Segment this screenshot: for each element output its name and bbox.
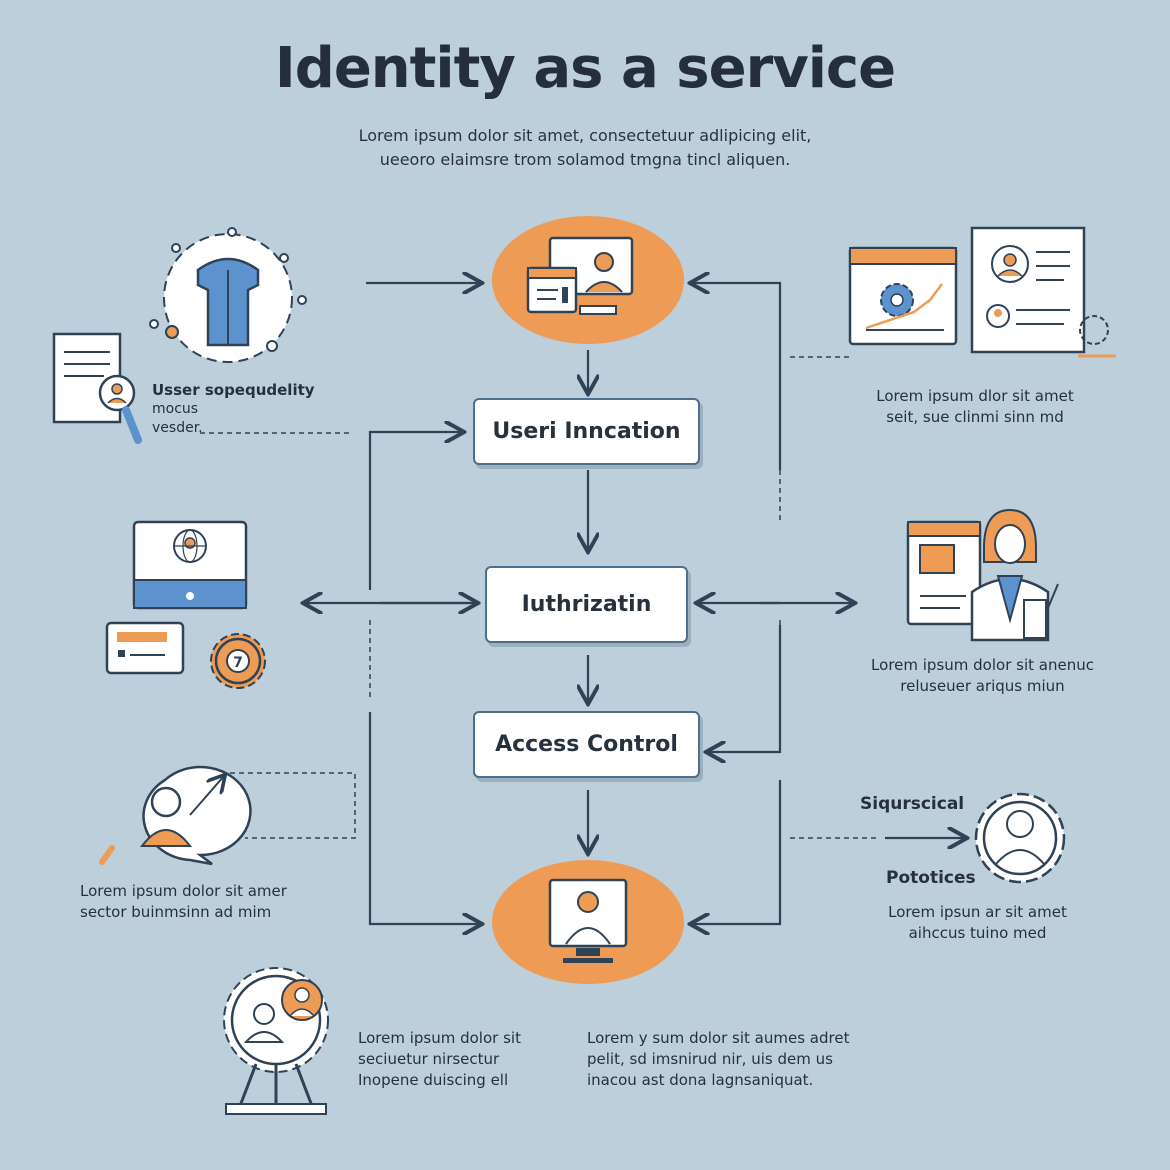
connectors: [305, 283, 965, 924]
caption-line: reluseuer ariqus miun: [900, 677, 1065, 695]
right-bottom-caption: Lorem ipsun ar sit amet aihccus tuino me…: [855, 902, 1100, 944]
right-middle-caption: Lorem ipsum dolor sit anenuc reluseuer a…: [840, 655, 1125, 697]
subtitle-line: Lorem ipsum dolor sit amet, consectetuur…: [358, 126, 812, 145]
caption-line: Lorem ipsum dolor sit: [358, 1029, 521, 1047]
user-group-gear-icon: [223, 967, 329, 1115]
svg-text:7: 7: [233, 655, 243, 671]
caption-line: Lorem y sum dolor sit aumes adret: [587, 1029, 850, 1047]
document-search-icon: [52, 332, 142, 444]
monitor-globe-icon: [132, 520, 248, 610]
caption-line: seciuetur nirsectur: [358, 1050, 500, 1068]
caption-line: Lorem ipsum dlor sit amet: [876, 387, 1074, 405]
user-badge-icon: [149, 227, 307, 363]
arrow-right-to-bottom-node: [692, 780, 782, 924]
user-label-title: Usser sopequdelity: [152, 381, 315, 399]
arrow-left-to-bottom-node: [368, 712, 480, 924]
arrow-right-to-step3: [708, 625, 782, 752]
security-gear-icon: [974, 792, 1066, 884]
caption-line: seit, sue clinmi sinn md: [886, 408, 1064, 426]
page-title: Identity as a service: [274, 36, 896, 101]
step-authorization-box[interactable]: Iuthrizatin: [485, 566, 688, 643]
caption-line: Lorem ipsun ar sit amet: [888, 903, 1067, 921]
analytics-window-icon: [848, 246, 958, 346]
id-card-icon: [105, 621, 185, 675]
step-user-authentication-box[interactable]: Useri Inncation: [473, 398, 700, 465]
settings-gear-icon: 7: [210, 633, 266, 689]
user-label: Usser sopequdelity mocus vesder.: [152, 380, 315, 438]
gear-label-top: Siqurscical: [860, 794, 965, 814]
caption-line: inacou ast dona lagnsaniquat.: [587, 1071, 814, 1089]
caption-line: pelit, sd imsnirud nir, uis dem us: [587, 1050, 833, 1068]
user-label-line: mocus: [152, 401, 199, 417]
admin-user-icon: [906, 508, 1059, 642]
profile-document-icon: [970, 226, 1116, 358]
dashed-connectors: [200, 356, 880, 839]
user-node-bottom[interactable]: [492, 860, 684, 984]
step-access-control-box[interactable]: Access Control: [473, 711, 700, 778]
caption-line: Inopene duiscing ell: [358, 1071, 509, 1089]
caption-line: aihccus tuino med: [908, 924, 1047, 942]
identity-node-top[interactable]: [492, 216, 684, 344]
page-subtitle: Lorem ipsum dolor sit amet, consectetuur…: [0, 124, 1170, 172]
left-bottom-caption: Lorem ipsum dolor sit amer sector buinms…: [80, 881, 287, 923]
caption-line: Lorem ipsum dolor sit anenuc: [871, 656, 1094, 674]
caption-line: Lorem ipsum dolor sit amer: [80, 882, 287, 900]
arrow-right-to-top-node: [692, 283, 782, 470]
caption-line: sector buinmsinn ad mim: [80, 903, 272, 921]
user-chat-icon: [99, 765, 252, 866]
subtitle-line: ueeoro elaimsre trom solamod tmgna tincl…: [379, 150, 791, 169]
footer-caption-left: Lorem ipsum dolor sit seciuetur nirsectu…: [358, 1028, 521, 1091]
user-label-line: vesder.: [152, 420, 203, 436]
footer-caption-right: Lorem y sum dolor sit aumes adret pelit,…: [587, 1028, 849, 1091]
arrow-left-to-step1: [368, 432, 462, 590]
right-top-caption: Lorem ipsum dlor sit amet seit, sue clin…: [845, 386, 1105, 428]
gear-label-bottom: Pototices: [886, 868, 976, 888]
